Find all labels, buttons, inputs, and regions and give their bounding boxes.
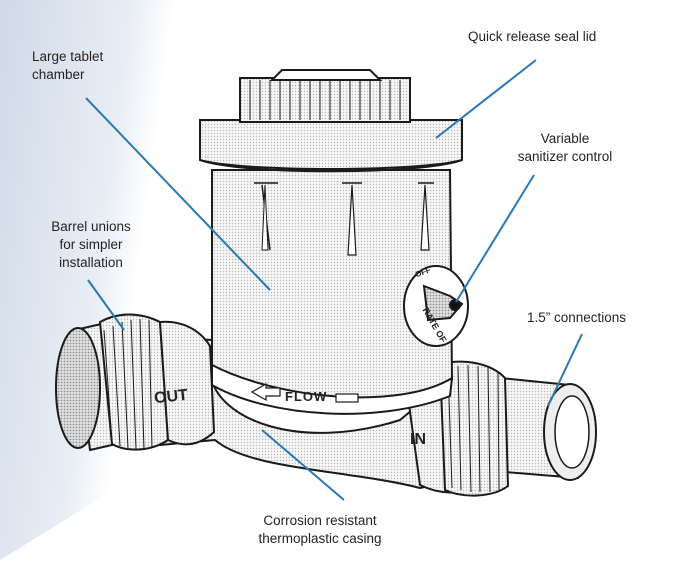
label-barrel-unions-line2: for simpler	[59, 237, 123, 252]
out-marking: OUT	[153, 387, 189, 407]
label-tablet-chamber-line2: chamber	[32, 67, 85, 82]
label-seal-lid: Quick release seal lid	[468, 28, 596, 46]
right-barrel-union: IN	[403, 360, 597, 497]
label-tablet-chamber-line1: Large tablet	[32, 49, 104, 64]
label-seal-lid-line1: Quick release seal lid	[468, 29, 597, 44]
leader-line-tablet-chamber	[85, 97, 271, 291]
leader-line-connections	[547, 333, 583, 407]
label-casing-line1: Corrosion resistant	[263, 513, 377, 528]
in-marking: IN	[410, 431, 426, 448]
leader-lines	[85, 59, 583, 501]
label-connections: 1.5” connections	[527, 309, 626, 327]
label-barrel-unions-line3: installation	[59, 255, 123, 270]
label-casing: Corrosion resistant thermoplastic casing	[240, 512, 400, 548]
label-sanitizer-control-line2: sanitizer control	[517, 149, 613, 164]
leader-line-seal-lid	[435, 59, 537, 139]
flow-marking: FLOW	[285, 389, 327, 404]
leader-line-barrel-unions	[87, 279, 125, 331]
sanitizer-dial: OFF RATE OF	[403, 265, 469, 347]
label-barrel-unions-line1: Barrel unions	[51, 219, 131, 234]
left-barrel-union: OUT	[98, 313, 216, 451]
label-tablet-chamber: Large tablet chamber	[32, 48, 103, 84]
label-barrel-unions: Barrel unions for simpler installation	[36, 218, 146, 272]
tablet-chamber: FLOW	[211, 169, 454, 415]
label-sanitizer-control: Variable sanitizer control	[500, 130, 630, 166]
label-connections-line1: 1.5” connections	[527, 310, 627, 325]
label-sanitizer-control-line1: Variable	[540, 131, 590, 146]
leader-line-sanitizer-control	[455, 174, 535, 303]
label-casing-line2: thermoplastic casing	[258, 531, 382, 546]
leader-line-casing	[261, 429, 345, 501]
seal-lid	[199, 69, 463, 173]
